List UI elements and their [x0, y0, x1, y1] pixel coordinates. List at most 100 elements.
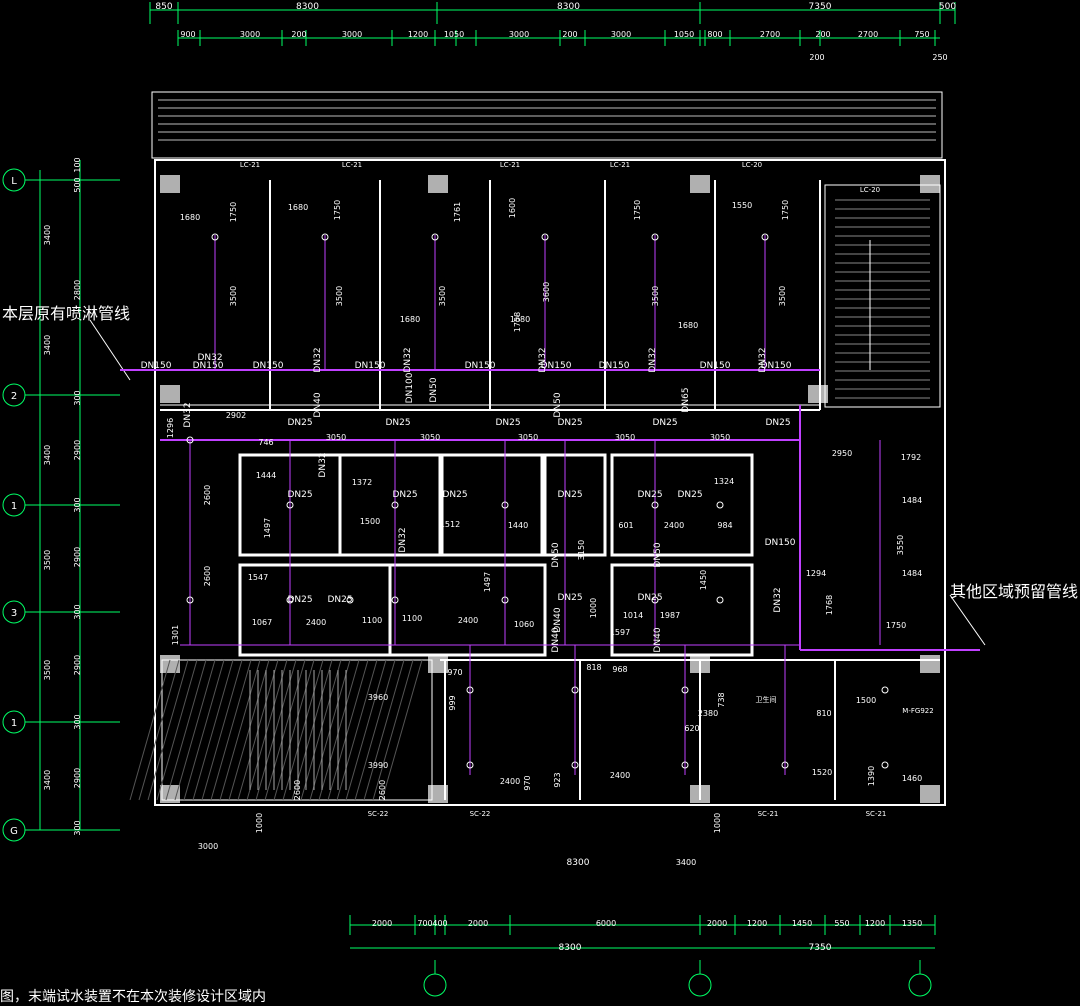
structural-column: [690, 175, 710, 193]
room-tag: 卫生间: [756, 695, 777, 704]
room-dimension-label: 1440: [508, 521, 528, 530]
top-overall-dim-text: 500: [939, 2, 956, 12]
bathroom-block: [440, 453, 544, 557]
top-detail-dim-text: 1200: [408, 30, 428, 39]
walls-layer: [129, 91, 946, 806]
pipe-size-label: DN32: [197, 353, 222, 363]
sprinkler-head: [321, 233, 329, 241]
dimension-grid: [2, 2, 986, 997]
pipe-size-label: DN25: [392, 490, 417, 500]
left-detail-dim-text: 300: [73, 390, 82, 405]
room-dimension-label: 1390: [867, 766, 876, 786]
room-dimension-label: 2902: [226, 411, 246, 420]
top-detail-dim-text: 2700: [760, 30, 780, 39]
room-dimension-label: 1680: [400, 315, 420, 324]
room-dimension-label: 1500: [856, 696, 876, 705]
left-detail-dim-text: 100: [73, 157, 82, 172]
room-dimension-label: 984: [717, 521, 732, 530]
room-dimension-label: 968: [612, 665, 627, 674]
sprinkler-head: [681, 761, 689, 769]
top-detail-dim-text: 3000: [611, 30, 631, 39]
top-overall-dim-text: 8300: [296, 2, 319, 12]
room-dimension-label: 3960: [368, 693, 388, 702]
top-overall-dim-text: 8300: [557, 2, 580, 12]
top-detail-dim-text: 800: [707, 30, 722, 39]
top-detail-dim-text: 3000: [240, 30, 260, 39]
room-dimension-label: 1000: [255, 813, 264, 833]
pipe-size-label: DN32: [758, 347, 768, 372]
pipe-size-label: DN150: [765, 538, 796, 548]
room-dimension-label: 1000: [589, 598, 598, 618]
room-dimension-label: 1750: [633, 200, 642, 220]
sprinkler-head: [881, 686, 889, 694]
pipe-size-label: DN40: [551, 627, 561, 652]
pipe-size-label: DN32: [648, 347, 658, 372]
hatch: [255, 659, 297, 801]
pipe-size-label: DN25: [637, 490, 662, 500]
window-tag-bottom: SC-21: [866, 810, 887, 818]
pipe-size-label: DN32: [183, 402, 193, 427]
top-detail-dim-text: 1050: [674, 30, 694, 39]
pipe-size-label: DN150: [141, 361, 172, 371]
hatch: [354, 659, 396, 801]
pipe-size-label: DN25: [677, 490, 702, 500]
sprinkler-head: [651, 233, 659, 241]
sprinkler-head: [681, 686, 689, 694]
room-dimension-label: 1100: [362, 616, 382, 625]
pipe-size-label: DN25: [385, 418, 410, 428]
bottom-detail-dim-text: 550: [834, 919, 849, 928]
top-detail-dim-text: 1050: [444, 30, 464, 39]
pipe-size-label: DN25: [327, 595, 352, 605]
hatch: [228, 659, 270, 801]
room-dimension-label: 1600: [508, 198, 517, 218]
room-dimension-label: 1680: [510, 315, 530, 324]
pipe-size-label: DN25: [765, 418, 790, 428]
room-dimension-label: 1520: [812, 768, 832, 777]
bottom-overall-dim-text: 8300: [559, 943, 582, 953]
bottom-misc-dim-text: 3400: [676, 858, 696, 867]
pipe-size-label: DN25: [287, 490, 312, 500]
top-detail-dim-text: 900: [180, 30, 195, 39]
sprinkler-head: [651, 501, 659, 509]
sprinkler-head: [431, 233, 439, 241]
left-detail-dim-text: 2900: [73, 655, 82, 675]
bathroom-block: [338, 453, 442, 557]
room-dimension-label: 1750: [229, 202, 238, 222]
pipe-size-label: DN25: [495, 418, 520, 428]
pipe-size-label: DN150: [193, 361, 224, 371]
room-dimension-label: 1768: [825, 595, 834, 615]
hatch: [381, 659, 423, 801]
hatch: [156, 659, 198, 801]
top-small-dim-text: 250: [932, 53, 947, 62]
top-detail-dim-text: 200: [815, 30, 830, 39]
room-dimension-label: 1497: [263, 518, 272, 538]
pipe-size-label: DN40: [653, 627, 663, 652]
left-detail-dim-text: 2900: [73, 547, 82, 567]
top-detail-dim-text: 3000: [342, 30, 362, 39]
sprinkler-head: [781, 761, 789, 769]
sprinkler-head: [571, 761, 579, 769]
sprinkler-head: [501, 596, 509, 604]
room-dimension-label: 3550: [896, 535, 905, 555]
room-dimension-label: 2600: [203, 485, 212, 505]
sprinkler-head: [761, 233, 769, 241]
pipe-size-label: DN25: [442, 490, 467, 500]
left-overall-dim-text: 3400: [43, 445, 52, 465]
window-tag: LC-20: [860, 186, 880, 194]
pipe-size-label: DN25: [637, 593, 662, 603]
pipe-size-label: DN150: [700, 361, 731, 371]
sprinkler-head: [286, 596, 294, 604]
room-dimension-label: 2400: [664, 521, 684, 530]
window-tag-bottom: SC-22: [470, 810, 491, 818]
room-dimension-label: 1450: [699, 570, 708, 590]
axis-bubble-label: 1: [11, 501, 17, 512]
window-tag-bottom: SC-21: [758, 810, 779, 818]
room-dimension-label: 2400: [500, 777, 520, 786]
axis-bubble-label: 1: [11, 718, 17, 729]
left-overall-dim-text: 3500: [43, 660, 52, 680]
room-dimension-label: 3500: [335, 286, 344, 306]
room-dimension-label: 738: [717, 692, 726, 707]
room-dimension-label: 1792: [901, 453, 921, 462]
left-detail-dim-text: 300: [73, 820, 82, 835]
room-dimension-label: 3500: [651, 286, 660, 306]
